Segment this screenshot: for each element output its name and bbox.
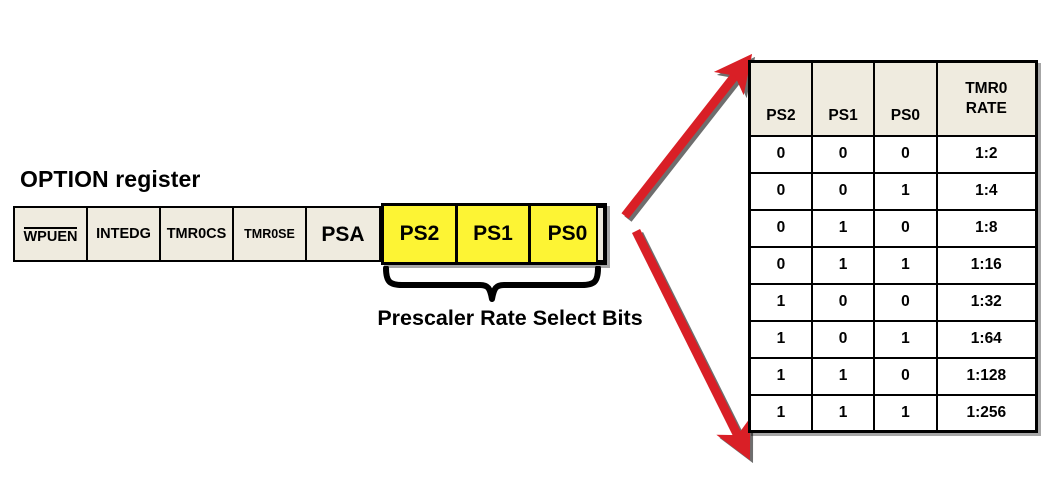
arrow-to-table-top — [621, 53, 756, 222]
table-header-row: PS2 PS1 PS0 TMR0 RATE — [748, 60, 1038, 137]
register-bit-label: PSA — [321, 222, 365, 246]
register-bit-ps0: PS0 — [531, 206, 604, 262]
cell-rate: 1:64 — [935, 319, 1038, 359]
register-bit-ps2: PS2 — [384, 206, 458, 262]
cell-ps2: 0 — [748, 208, 813, 248]
register-bit-label: TMR0CS — [166, 225, 227, 242]
cell-ps2: 0 — [748, 171, 813, 211]
register-bit-ps1: PS1 — [458, 206, 531, 262]
brace-icon — [383, 266, 601, 302]
cell-ps2: 1 — [748, 356, 813, 396]
column-header-ps1: PS1 — [810, 60, 876, 137]
cell-ps1: 1 — [810, 208, 876, 248]
page-title: OPTION register — [20, 166, 201, 192]
cell-ps1: 0 — [810, 171, 876, 211]
cell-ps0: 1 — [873, 245, 938, 285]
cell-rate: 1:8 — [935, 208, 1038, 248]
cell-ps2: 1 — [748, 282, 813, 322]
cell-ps0: 1 — [873, 171, 938, 211]
register-bit-wpuen: WPUEN — [13, 206, 88, 262]
register-bit-label: INTEDG — [96, 225, 151, 242]
rate-header-line-2: RATE — [965, 99, 1007, 117]
register-bit-tmr0cs: TMR0CS — [159, 206, 234, 262]
cell-ps0: 1 — [873, 319, 938, 359]
column-header-ps2: PS2 — [748, 60, 813, 137]
prescaler-brace-label: Prescaler Rate Select Bits — [377, 306, 643, 330]
option-register-bitfield: WPUEN INTEDG TMR0CS TMR0SE PSA — [13, 206, 381, 262]
cell-ps1: 1 — [810, 245, 876, 285]
cell-ps2: 0 — [748, 134, 813, 174]
cell-ps2: 1 — [748, 393, 813, 433]
register-bit-label: TMR0SE — [244, 226, 295, 241]
register-bit-tmr0se: TMR0SE — [232, 206, 307, 262]
cell-ps0: 0 — [873, 356, 938, 396]
cell-rate: 1:256 — [935, 393, 1038, 433]
cell-rate: 1:32 — [935, 282, 1038, 322]
cell-rate: 1:16 — [935, 245, 1038, 285]
cell-rate: 1:4 — [935, 171, 1038, 211]
cell-ps1: 1 — [810, 393, 876, 433]
arrow-to-table-bottom — [631, 228, 754, 464]
register-strip-endcap — [596, 206, 605, 262]
cell-rate: 1:128 — [935, 356, 1038, 396]
cell-ps0: 0 — [873, 282, 938, 322]
cell-ps1: 1 — [810, 356, 876, 396]
cell-ps2: 1 — [748, 319, 813, 359]
cell-ps1: 0 — [810, 319, 876, 359]
register-bit-label: WPUEN — [23, 226, 78, 245]
cell-ps1: 0 — [810, 134, 876, 174]
cell-ps2: 0 — [748, 245, 813, 285]
register-bit-psa: PSA — [305, 206, 381, 262]
column-header-ps0: PS0 — [873, 60, 938, 137]
cell-rate: 1:2 — [935, 134, 1038, 174]
cell-ps0: 0 — [873, 134, 938, 174]
cell-ps0: 0 — [873, 208, 938, 248]
cell-ps0: 1 — [873, 393, 938, 433]
rate-header-line-1: TMR0 — [965, 80, 1008, 98]
cell-ps1: 0 — [810, 282, 876, 322]
column-header-tmr0-rate: TMR0 RATE — [935, 60, 1038, 137]
register-bit-intedg: INTEDG — [86, 206, 161, 262]
